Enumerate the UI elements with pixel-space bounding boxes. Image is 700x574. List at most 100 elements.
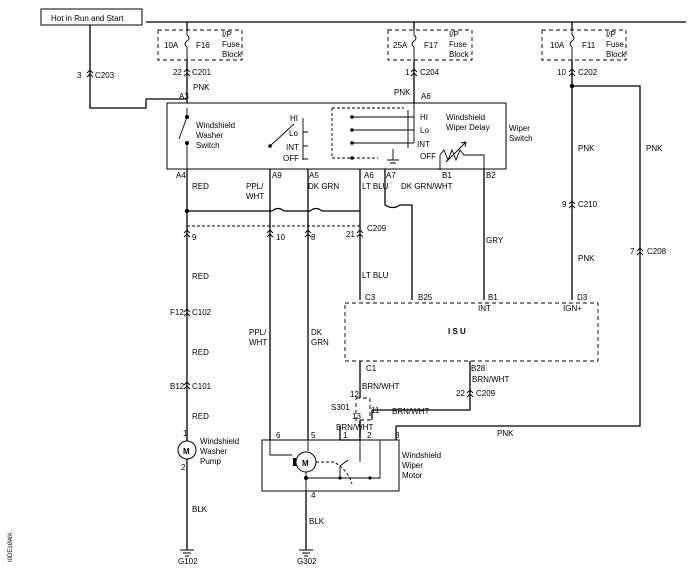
c202-chevron-top (568, 68, 576, 73)
c209-pin10-chevron (266, 229, 274, 238)
pin-a6-bottom: A6 (364, 171, 374, 180)
c204-name: C204 (420, 68, 440, 77)
isu-pin-b1: B1 (488, 293, 498, 302)
c208-pin: 7 (630, 247, 635, 256)
motor-pin-6: 6 (276, 431, 281, 440)
fuse-f17-desc-3: Block (449, 50, 470, 59)
pin-a3-top: A3 (179, 92, 189, 101)
wire-pnk-motor: PNK (497, 429, 514, 438)
power-source-box (40, 8, 143, 26)
pin-a5: A5 (309, 171, 319, 180)
isu-pin-c1: C1 (366, 364, 377, 373)
wiper-switch-title-2: Switch (509, 134, 533, 143)
motor-cam-dashed (316, 461, 353, 485)
wire-gry: GRY (486, 236, 504, 245)
potentiometer-arrow-icon (445, 141, 467, 163)
c201-chevron-bottom (183, 72, 191, 77)
wire-ppl-wht-1b: WHT (246, 192, 264, 201)
switch-linkage-dashed (331, 107, 404, 159)
isu-pin-b28: B28 (471, 364, 486, 373)
pin-a4: A4 (176, 171, 186, 180)
pump-pin-2: 2 (181, 463, 186, 472)
wire-dk-grn-1: DK GRN (308, 182, 339, 191)
wiper-switch-title-1: Wiper (509, 124, 530, 133)
delay-pos-hi: HI (420, 113, 428, 122)
main-switch-blade (269, 123, 295, 147)
c203-pin: 3 (77, 71, 82, 80)
fuse-f11-desc-3: Block (606, 50, 627, 59)
ground-g302-icon (299, 549, 313, 557)
fuse-block-f11 (541, 29, 627, 61)
isu-label: I S U (448, 327, 466, 336)
c101-chevron (183, 381, 191, 390)
washer-pump-label-2: Washer (200, 447, 228, 456)
c102-pin: F12 (170, 308, 184, 317)
delay-contact-dot-3 (350, 141, 354, 145)
washer-switch-blade (178, 108, 188, 174)
wiper-motor-label-3: Motor (402, 471, 423, 480)
fuse-f11-id: F11 (582, 41, 596, 50)
wiper-motor-box (261, 439, 400, 492)
power-source-label: Hot in Run and Start (51, 14, 124, 23)
motor-pin-4: 4 (311, 491, 316, 500)
fuse-f17-icon (411, 30, 417, 60)
delay-switch-common (407, 103, 415, 148)
c210-chevron-bottom (568, 204, 576, 209)
fuse-f11-icon (569, 30, 575, 60)
isu-pin-c3: C3 (365, 293, 376, 302)
isu-label-ign: IGN+ (563, 304, 582, 313)
fuse-f16-desc-3: Block (222, 50, 243, 59)
delay-label-2: Wiper Delay (446, 123, 490, 132)
c209-pin8-chevron (304, 229, 312, 238)
c203-name: C203 (95, 71, 115, 80)
fuse-f11-desc-2: Fuse (606, 40, 624, 49)
motor-brush-left (293, 458, 296, 466)
c203-to-washer-wire (89, 60, 187, 109)
c101-pin: B12 (170, 382, 185, 391)
c208-chevron-bottom (636, 251, 644, 256)
motor-pin3-internal (370, 440, 381, 479)
wire-ppl-wht-1a: PPL/ (246, 182, 264, 191)
pin-a9: A9 (272, 171, 282, 180)
wire-lt-blu-1: LT BLU (362, 182, 389, 191)
c209-pin-22: 22 (456, 389, 465, 398)
delay-switch-contact-bars (352, 116, 414, 144)
wiper-motor-symbol: M (302, 459, 309, 468)
washer-switch-label-2: Washer (196, 131, 224, 140)
washer-switch-label-1: Windshield (196, 121, 235, 130)
c209-pin-21: 21 (346, 230, 355, 239)
c210-chevron-top (568, 200, 576, 205)
wiper-motor-label-2: Wiper (402, 461, 423, 470)
pos-off: OFF (283, 154, 299, 163)
wire-brn-wht-splice: BRN/WHT (392, 407, 429, 416)
isu-b28-wire (372, 361, 471, 411)
c204-chevron-top (410, 68, 418, 73)
wire-red-1: RED (192, 182, 209, 191)
c209-pin22-chevron (466, 389, 474, 398)
delay-potentiometer-icon (439, 148, 485, 170)
s301-pin-13: 13 (352, 412, 361, 421)
figure-code: I0DE16WA (8, 533, 14, 562)
pos-lo: Lo (289, 129, 298, 138)
s301-pin-11: 11 (371, 406, 380, 415)
c202-chevron-bottom (568, 72, 576, 77)
pos-hi: HI (290, 114, 298, 123)
motor-pin-2: 2 (367, 431, 372, 440)
wire-brn-wht-motor: BRN/WHT (336, 423, 373, 432)
c204-chevron-bottom (410, 72, 418, 77)
ground-g302-label: G302 (297, 557, 317, 566)
washer-pump-symbol: M (183, 447, 190, 456)
wire-pnk-c210-lower: PNK (578, 254, 595, 263)
c210-pin: 9 (562, 200, 567, 209)
fuse-f16-desc-2: Fuse (222, 40, 240, 49)
delay-pos-lo: Lo (420, 126, 429, 135)
c209-pin-10: 10 (276, 233, 285, 242)
dk-grn-wht-wire (384, 169, 413, 300)
wire-pnk-c208: PNK (646, 144, 663, 153)
c208-pnk-wire (396, 85, 641, 427)
wire-brn-wht-isu: BRN/WHT (472, 375, 509, 384)
main-switch-contacts (302, 118, 308, 160)
wire-pnk-c210-upper: PNK (578, 144, 595, 153)
wire-blk-motor: BLK (309, 517, 325, 526)
pin-a6-top: A6 (421, 92, 431, 101)
